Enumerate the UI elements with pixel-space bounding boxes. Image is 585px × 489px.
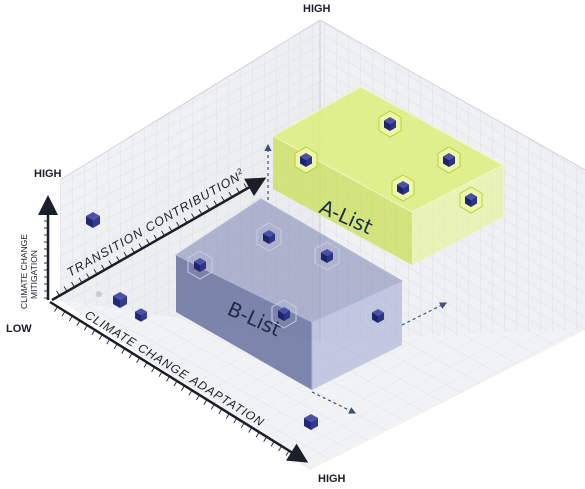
axis-tick xyxy=(183,217,188,224)
axis-tick xyxy=(233,417,238,424)
top-high-label: HIGH xyxy=(303,3,331,15)
axis-tick xyxy=(78,277,83,284)
axes xyxy=(38,177,309,463)
axis-tick xyxy=(173,380,178,387)
axis-tick xyxy=(196,394,200,401)
axis-tick xyxy=(69,315,73,322)
axis-tick xyxy=(128,352,133,359)
axis-tick xyxy=(181,385,185,391)
axis-tick xyxy=(86,273,90,279)
axis-tick xyxy=(63,286,68,292)
axis-tick xyxy=(203,399,208,405)
axis-tick xyxy=(116,256,120,262)
axis-tick xyxy=(153,234,158,241)
axis-tick xyxy=(56,290,60,296)
axis-tick xyxy=(166,376,170,382)
axis-tick xyxy=(136,357,141,363)
axis-tick xyxy=(213,200,218,206)
axis-tick xyxy=(210,404,215,410)
axis-tick xyxy=(146,239,150,245)
axis-tick xyxy=(221,196,225,202)
axis-tick xyxy=(108,260,113,266)
axis-tick xyxy=(188,390,193,396)
axis-tick xyxy=(243,183,248,189)
axis-tick xyxy=(91,329,96,336)
loose-cubes xyxy=(86,212,318,430)
axis-tick xyxy=(98,334,103,340)
axis-tick xyxy=(218,408,223,415)
axis-ticks xyxy=(44,179,297,461)
axis-tick xyxy=(191,213,195,219)
axis-tick xyxy=(176,221,180,228)
axis-tick xyxy=(293,455,297,461)
axis-tick xyxy=(54,306,58,312)
axis-tick xyxy=(278,445,282,452)
axis-tick xyxy=(158,371,163,377)
axis-tick xyxy=(143,362,148,368)
axis-tick xyxy=(138,243,143,249)
transition-axis-superscript: 2 xyxy=(235,166,245,177)
axis-tick xyxy=(285,450,290,456)
axis-tick xyxy=(106,338,111,345)
axis-tick xyxy=(236,187,240,194)
axis-tick xyxy=(206,204,210,211)
axis-tick xyxy=(255,431,260,438)
axis-tick xyxy=(161,230,165,236)
axis-tick xyxy=(263,436,268,442)
axis-tick xyxy=(240,422,245,429)
axis-tick xyxy=(113,343,118,350)
mitigation-axis-label-line2: MITIGATION xyxy=(29,250,39,299)
axis-tick xyxy=(83,325,88,331)
axis-tick xyxy=(270,441,275,447)
b-list-box[interactable] xyxy=(174,198,404,390)
axis-tick xyxy=(121,348,126,354)
axis-tick xyxy=(168,226,173,232)
axis-tick xyxy=(123,251,128,258)
axis-tick xyxy=(251,179,255,185)
axis-tick xyxy=(225,413,230,419)
left-high-label: HIGH xyxy=(34,168,62,180)
axis-tick xyxy=(228,191,233,198)
axis-tick xyxy=(76,320,81,326)
dashed-arrows xyxy=(264,143,448,414)
axis-tick xyxy=(151,366,155,373)
axis-tick xyxy=(198,209,203,215)
bottom-high-label: HIGH xyxy=(318,473,346,485)
axis-tick xyxy=(248,427,253,433)
axis-tick xyxy=(131,247,135,254)
axis-tick xyxy=(101,264,105,271)
axis-tick xyxy=(71,281,75,288)
axis-tick xyxy=(61,311,66,317)
origin-low-label: LOW xyxy=(6,323,32,335)
axis-tick xyxy=(93,269,98,275)
mitigation-axis-label-line1: CLIMATE CHANGE xyxy=(19,234,29,309)
